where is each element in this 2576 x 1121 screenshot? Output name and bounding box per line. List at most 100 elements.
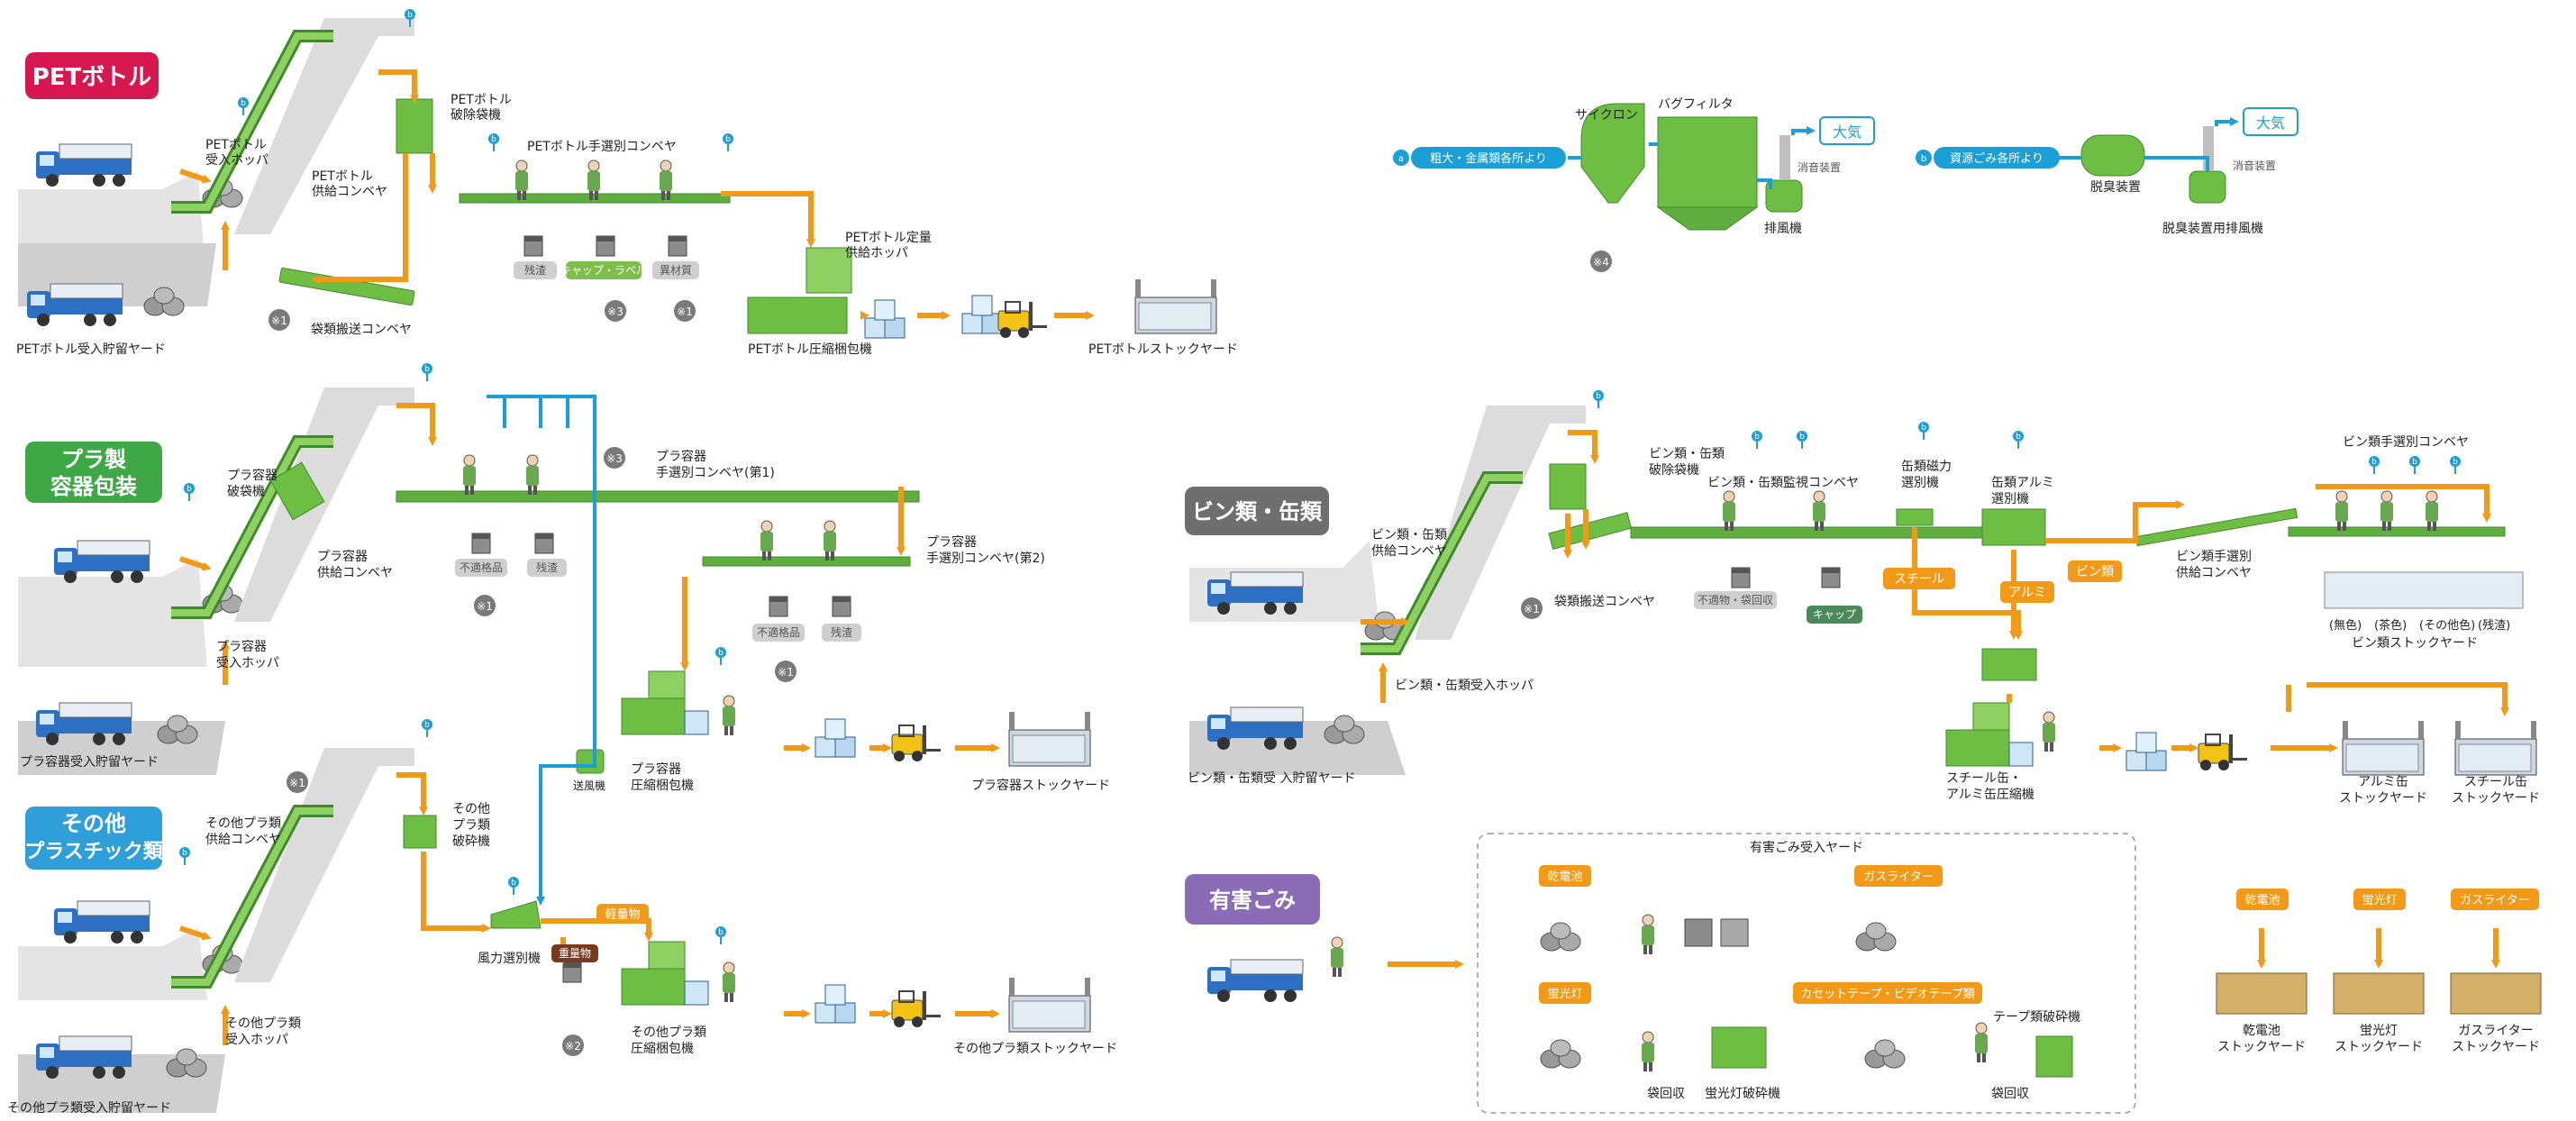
bin-tag-cap: キャップ bbox=[1813, 608, 1856, 621]
bin-yard-label: ビン類・缶類受 入貯留ヤード bbox=[1188, 771, 1355, 786]
air-from2-label: 資源ごみ各所より bbox=[1950, 151, 2044, 166]
pet-supply-label-2: 供給コンベヤ bbox=[312, 185, 387, 199]
haz-lighter-tag: ガスライター bbox=[1863, 870, 1933, 884]
bin-glass-tag: ビン類 bbox=[2076, 565, 2114, 579]
pet-mark-1: ※1 bbox=[677, 305, 693, 318]
pet-bin-tag-izaishitsu: 異材質 bbox=[660, 263, 692, 277]
pura-stockyard-label: プラ容器ストックヤード bbox=[971, 778, 1110, 793]
haz-title: 有害ごみ受入ヤード bbox=[1750, 841, 1863, 855]
haz-stock-fluor-2: ストックヤード bbox=[2335, 1040, 2423, 1054]
pet-structures bbox=[18, 18, 1217, 339]
other-mark-2: ※2 bbox=[565, 1040, 581, 1053]
pet-compressor-label: PETボトル圧縮梱包機 bbox=[748, 342, 872, 357]
bin-labels: ビン類・缶類受 入貯留ヤード ビン類・缶類受入ホッパ ビン類・缶類 供給コンベヤ… bbox=[1188, 435, 2540, 806]
other-compressor-label-1: その他プラ類 bbox=[631, 1025, 706, 1040]
pura-mark-1a: ※1 bbox=[477, 600, 493, 613]
bin-glass-supply-label-1: ビン類手選別 bbox=[2176, 550, 2252, 564]
air-deo-fan-label: 脱臭装置用排風機 bbox=[2162, 222, 2263, 236]
bin-steel-tag: スチール bbox=[1894, 572, 1944, 587]
pet-hopper-label-1: PETボトル bbox=[205, 138, 267, 152]
other-compressor-label-2: 圧縮梱包機 bbox=[631, 1042, 694, 1056]
other-crusher-label-1: その他 bbox=[452, 802, 490, 816]
pet-bag-conveyor-label: 袋類搬送コンベヤ bbox=[311, 323, 412, 337]
bin-alum-stock-label-2: ストックヤード bbox=[2339, 791, 2427, 806]
bin-color-clear: (無色) bbox=[2329, 618, 2362, 633]
pura-sort2-label-2: 手選別コンベヤ(第2) bbox=[926, 551, 1045, 566]
pura-bin1-tag-futeki: 不適格品 bbox=[460, 560, 503, 574]
haz-tape-crusher-label: テープ類破砕機 bbox=[1993, 1010, 2080, 1025]
section-other-label-1: その他 bbox=[61, 811, 126, 836]
other-supply-label-2: 供給コンベヤ bbox=[205, 833, 281, 847]
haz-stock-tag-fluor: 蛍光灯 bbox=[2362, 894, 2397, 907]
pura-bin-tags: 不適格品 残渣 不適格品 残渣 ※3 ※1 ※1 bbox=[455, 447, 861, 682]
other-mark-1: ※1 bbox=[289, 777, 305, 789]
haz-stock-fluor-1: 蛍光灯 bbox=[2360, 1024, 2398, 1038]
air-mark-4: ※4 bbox=[1593, 256, 1609, 269]
air-atmos2-label: 大気 bbox=[2256, 114, 2285, 132]
pet-fixed-hopper-label-2: 供給ホッパ bbox=[845, 246, 908, 260]
section-bin-label: ビン類・缶類 bbox=[1192, 499, 1323, 524]
air-lines bbox=[487, 117, 2239, 906]
bin-bag-breaker-label-1: ビン類・缶類 bbox=[1649, 447, 1725, 461]
bin-supply-label-1: ビン類・缶類 bbox=[1371, 528, 1447, 542]
pura-bin2-tag-zansa: 残渣 bbox=[831, 626, 852, 639]
haz-battery-tag: 乾電池 bbox=[1547, 870, 1582, 884]
haz-stock-battery-2: ストックヤード bbox=[2217, 1040, 2306, 1054]
pura-mark-3: ※3 bbox=[606, 452, 623, 465]
pura-sort1-label-1: プラ容器 bbox=[656, 449, 706, 464]
pet-labels: PETボトル受入貯留ヤード PETボトル 受入ホッパ PETボトル 供給コンベヤ… bbox=[16, 93, 1238, 357]
haz-structures bbox=[1206, 833, 2542, 1114]
pura-bin2-tag-futeki: 不適格品 bbox=[757, 625, 800, 639]
bin-color-brown: (茶色) bbox=[2374, 618, 2407, 633]
other-structures bbox=[18, 748, 1091, 1113]
bin-can-press-label-2: アルミ缶圧縮機 bbox=[1946, 788, 2034, 802]
section-bin-badge: ビン類・缶類 bbox=[1185, 487, 1329, 535]
air-b-marker: b bbox=[1921, 154, 1926, 164]
other-crusher-label-3: 破砕機 bbox=[452, 834, 490, 849]
other-yard-label: その他プラ類受入貯留ヤード bbox=[7, 1101, 171, 1116]
haz-bag-collect-2: 袋回収 bbox=[1991, 1087, 2029, 1101]
pet-bag-mark: ※1 bbox=[271, 314, 287, 327]
section-pet-label: PETボトル bbox=[32, 64, 152, 91]
air-from1-label: 粗大・金属類各所より bbox=[1430, 151, 1547, 166]
haz-bag-collect-1: 袋回収 bbox=[1647, 1087, 1685, 1101]
section-pura-label-1: プラ製 bbox=[61, 447, 126, 472]
bin-monitor-label: ビン類・缶類監視コンベヤ bbox=[1707, 475, 1859, 490]
bin-color-other: (その他色) bbox=[2419, 618, 2475, 633]
air-bagfilter-label: バグフィルタ bbox=[1658, 97, 1734, 112]
section-yugai-label: 有害ごみ bbox=[1209, 888, 1296, 913]
air-atmos-label: 大気 bbox=[1833, 123, 1861, 141]
pura-bag-breaker-label-2: 破袋機 bbox=[227, 485, 265, 499]
pura-labels: プラ容器受入貯留ヤード プラ容器 受入ホッパ プラ容器 供給コンベヤ プラ容器 … bbox=[20, 449, 1110, 793]
air-cyclone-label: サイクロン bbox=[1575, 108, 1638, 123]
pura-hopper-label-1: プラ容器 bbox=[216, 639, 267, 654]
pet-bin-tags: 残渣 キャップ・ラベル 異材質 ※3 ※1 ※1 bbox=[269, 261, 699, 331]
pura-blower-label: 送風機 bbox=[573, 779, 605, 792]
air-deodorizer-label: 脱臭装置 bbox=[2090, 180, 2141, 195]
other-wind-sorter-label: 風力選別機 bbox=[478, 952, 541, 966]
bin-bag-conveyor-label: 袋類搬送コンベヤ bbox=[1554, 595, 1655, 609]
other-stockyard-label: その他プラ類ストックヤード bbox=[953, 1042, 1117, 1056]
pet-mark-3: ※3 bbox=[607, 305, 624, 318]
haz-labels: 有害ごみ受入ヤード 乾電池 蛍光灯 ガスライター カセットテープ・ビデオテープ類… bbox=[1539, 841, 2540, 1101]
other-hopper-label-1: その他プラ類 bbox=[225, 1016, 301, 1031]
section-pet-badge: PETボトル bbox=[25, 52, 159, 99]
pura-supply-label-1: プラ容器 bbox=[317, 549, 368, 564]
other-heavy-tag: 重量物 bbox=[559, 947, 591, 960]
other-light-tag: 軽量物 bbox=[605, 908, 640, 922]
other-hopper-label-2: 受入ホッパ bbox=[225, 1033, 288, 1047]
haz-stock-lighter-1: ガスライター bbox=[2458, 1024, 2533, 1038]
pura-bin1-tag-zansa: 残渣 bbox=[536, 561, 558, 574]
haz-tape-tag: カセットテープ・ビデオテープ類 bbox=[1800, 987, 1974, 1001]
flow-lines bbox=[179, 69, 2509, 1045]
bin-tags: 不適物・袋回収 キャップ スチール アルミ ビン類 ※1 bbox=[1521, 560, 2122, 624]
section-other-badge: その他 プラスチック類 bbox=[24, 807, 164, 870]
pura-compressor-label-1: プラ容器 bbox=[631, 761, 681, 777]
air-a-marker: a bbox=[1398, 154, 1404, 164]
bin-glass-supply-label-2: 供給コンベヤ bbox=[2176, 566, 2252, 580]
other-crusher-label-2: プラ類 bbox=[452, 818, 490, 833]
bin-color-residue: (残渣) bbox=[2478, 619, 2510, 633]
air-silencer-label: 消音装置 bbox=[1798, 160, 1841, 174]
section-yugai-badge: 有害ごみ bbox=[1185, 874, 1320, 925]
section-pura-label-2: 容器包装 bbox=[50, 474, 137, 499]
